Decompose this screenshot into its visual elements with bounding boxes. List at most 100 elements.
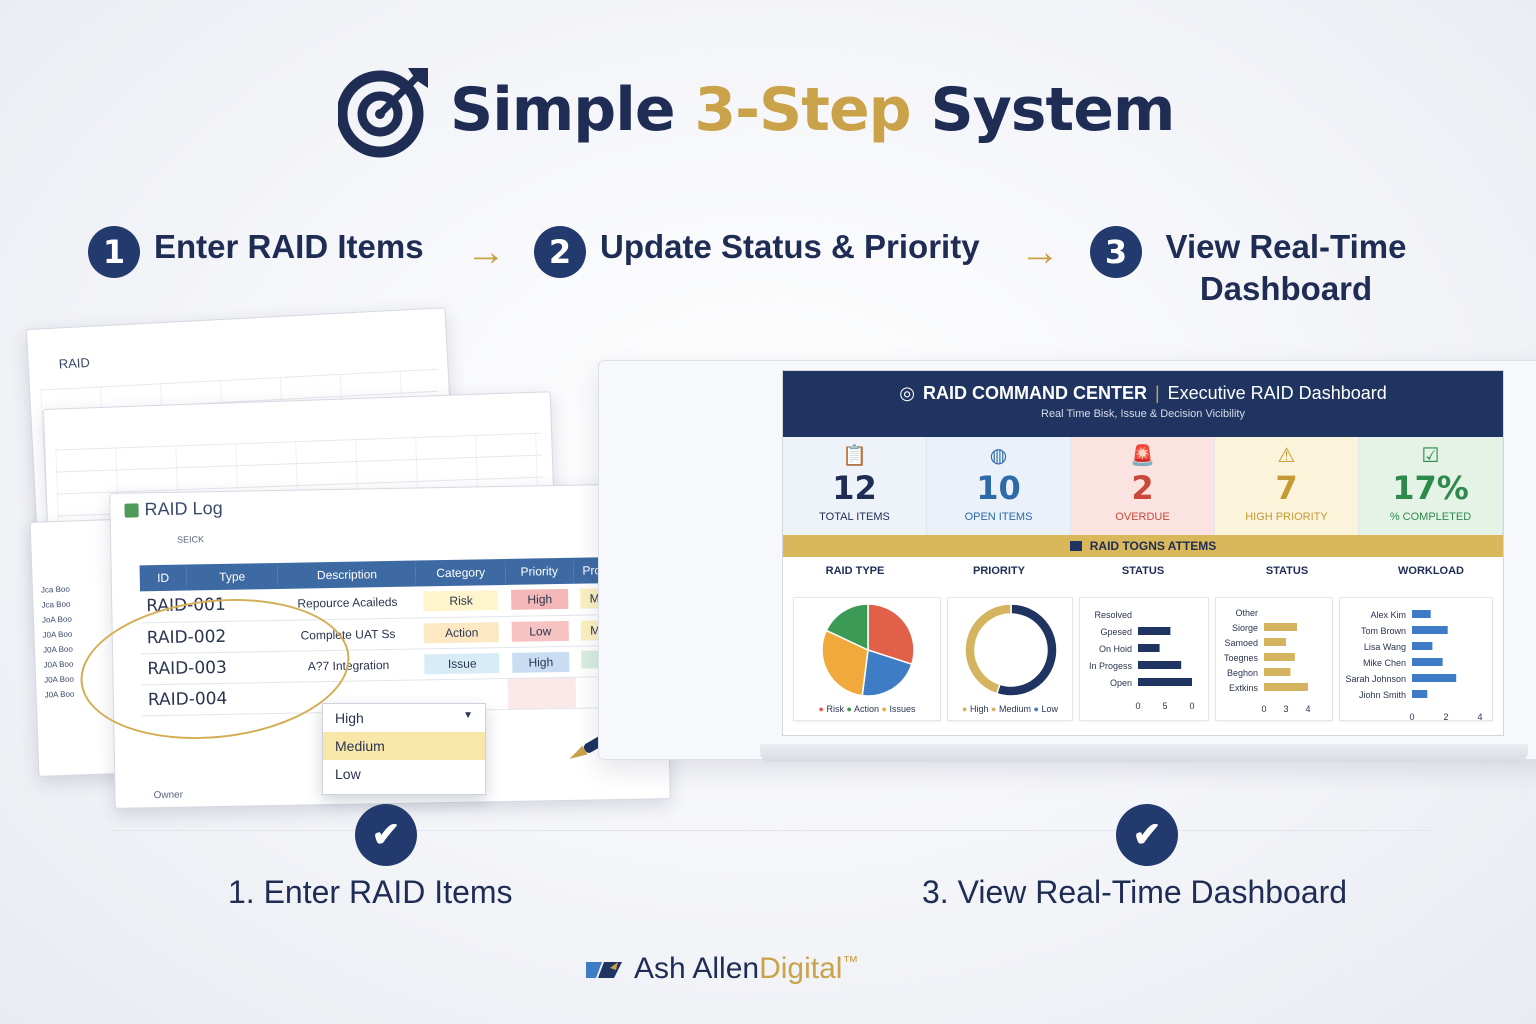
pie-slice-risk[interactable] — [867, 603, 915, 666]
category-chip[interactable]: Action — [424, 621, 500, 643]
list-item: J0A Boo — [43, 659, 74, 670]
legend-label: Action — [853, 704, 879, 714]
step-label: Enter RAID Items — [154, 228, 424, 265]
legend-dot: ● — [1033, 704, 1039, 714]
dashboard: ◎ RAID COMMAND CENTER | Executive RAID D… — [782, 370, 1504, 736]
chart-header: WORKLOAD — [1398, 565, 1464, 577]
priority-chip[interactable]: Low — [511, 620, 570, 642]
chart-header: PRIORITY — [973, 565, 1025, 577]
bar-extkins[interactable] — [1264, 683, 1308, 691]
kpi-row: 📋 12 TOTAL ITEMS ◍ 10 OPEN ITEMS 🚨 2 OVE… — [783, 437, 1503, 535]
tick-label: 0 — [1189, 701, 1194, 711]
column-header[interactable]: Description — [277, 560, 417, 589]
bar-label: Sarah Johnson — [1345, 674, 1406, 684]
cell-priority[interactable] — [507, 676, 576, 709]
cell-category[interactable]: Risk — [416, 584, 507, 618]
cell-priority[interactable]: High — [506, 645, 576, 678]
bar-toegnes[interactable] — [1264, 653, 1295, 661]
cell-priority[interactable]: Low — [506, 614, 575, 647]
list-item: Jca Boo — [41, 599, 71, 610]
step-3: 3 View Real-Time Dashboard — [1090, 226, 1416, 310]
bar-siorge[interactable] — [1264, 623, 1297, 631]
kpi-high-priority[interactable]: ⚠ 7 HIGH PRIORITY — [1215, 437, 1359, 535]
bar-gpesed[interactable] — [1138, 627, 1171, 635]
pie-slice-high[interactable] — [995, 603, 1058, 697]
bar-tom-brown[interactable] — [1412, 626, 1448, 634]
bar-in-progess[interactable] — [1138, 661, 1182, 669]
category-chip[interactable]: Risk — [423, 590, 499, 612]
bar-beghon[interactable] — [1264, 668, 1291, 676]
pie-slice-action[interactable] — [861, 649, 913, 697]
step-2: 2 Update Status & Priority — [534, 226, 980, 278]
priority-donut-chart[interactable] — [948, 598, 1074, 702]
bar-open[interactable] — [1138, 678, 1192, 686]
kpi-label: TOTAL ITEMS — [819, 511, 890, 523]
steps-row: 1 Enter RAID Items → 2 Update Status & P… — [88, 226, 1468, 316]
column-header[interactable]: ID — [139, 564, 187, 592]
tick-label: 4 — [1477, 712, 1482, 722]
kpi-overdue[interactable]: 🚨 2 OVERDUE — [1071, 437, 1215, 535]
bar-alex-kim[interactable] — [1412, 610, 1431, 618]
chevron-down-icon[interactable]: ▼ — [463, 710, 473, 721]
list-item: J0A Boo — [44, 689, 75, 700]
cell-category[interactable]: Action — [416, 615, 507, 649]
page-title: Simple 3-Step System — [338, 62, 1175, 158]
priority-chip[interactable]: High — [512, 651, 570, 673]
pie-slice-other[interactable] — [825, 603, 869, 652]
kpi-label: HIGH PRIORITY — [1245, 511, 1328, 523]
legend-dot: ● — [962, 704, 968, 714]
column-header[interactable]: Category — [415, 558, 506, 587]
kpi-value: 17% — [1392, 469, 1469, 507]
priority-dropdown[interactable]: ▼ High Medium Low — [322, 703, 486, 795]
bar-samoed[interactable] — [1264, 638, 1286, 646]
bar-on-hoid[interactable] — [1138, 644, 1160, 652]
banner-text: RAID TOGNS ATTEMS — [1089, 539, 1217, 553]
bar-label: Samoed — [1224, 638, 1258, 648]
bar-sarah-johnson[interactable] — [1412, 674, 1457, 682]
cell-priority[interactable]: High — [505, 583, 575, 616]
brand-name: Ash Allen — [634, 952, 760, 985]
kpi-open-items[interactable]: ◍ 10 OPEN ITEMS — [927, 437, 1071, 535]
column-header[interactable]: Priority — [505, 557, 574, 585]
chart-header: RAID TYPE — [825, 565, 885, 577]
tick-label: 0 — [1261, 704, 1266, 714]
dropdown-option-high[interactable]: High — [335, 710, 364, 726]
bar-label: In Progess — [1089, 661, 1133, 671]
title-separator: | — [1154, 383, 1160, 403]
bar-jiohn-smith[interactable] — [1412, 690, 1428, 698]
pie-slice-issues[interactable] — [821, 629, 869, 697]
cell-category[interactable]: Issue — [417, 646, 508, 680]
list-item: Jca Boo — [40, 584, 71, 595]
bar-label: Other — [1235, 608, 1258, 618]
kpi-completed[interactable]: ☑ 17% % COMPLETED — [1359, 437, 1503, 535]
raid-type-pie-chart[interactable] — [794, 598, 942, 702]
globe-icon: ◍ — [989, 445, 1008, 467]
bottom-label-step3: 3. View Real-Time Dashboard — [922, 874, 1348, 910]
legend-dot: ● — [846, 704, 852, 714]
bar-label: On Hoid — [1099, 644, 1132, 654]
dropdown-option-medium[interactable]: Medium — [323, 732, 485, 760]
legend-label: Medium — [998, 704, 1031, 714]
column-header[interactable]: Type — [186, 562, 279, 591]
warning-icon: ⚠ — [1277, 445, 1296, 467]
mini-list: Jca Boo Jca Boo JoA Boo J0A Boo J0A Boo … — [41, 582, 75, 703]
legend-dot: ● — [818, 704, 824, 714]
title-part3: System — [910, 75, 1175, 145]
kpi-total-items[interactable]: 📋 12 TOTAL ITEMS — [783, 437, 927, 535]
bar-mike-chen[interactable] — [1412, 658, 1443, 666]
dropdown-option-low[interactable]: Low — [335, 766, 361, 782]
owner-label: Owner — [153, 789, 184, 802]
pie-slice-medium[interactable] — [964, 603, 1012, 695]
bar-lisa-wang[interactable] — [1412, 642, 1433, 650]
raid-type-panel: ● Risk ● Action ● Issues — [793, 597, 941, 721]
category-chip[interactable]: Issue — [424, 652, 500, 674]
divider — [110, 830, 1430, 831]
sheet-title-text: RAID Log — [144, 497, 223, 520]
legend-label: Low — [1041, 704, 1058, 714]
priority-chip[interactable]: High — [511, 589, 569, 611]
step-label: View Real-Time Dashboard — [1165, 228, 1407, 307]
